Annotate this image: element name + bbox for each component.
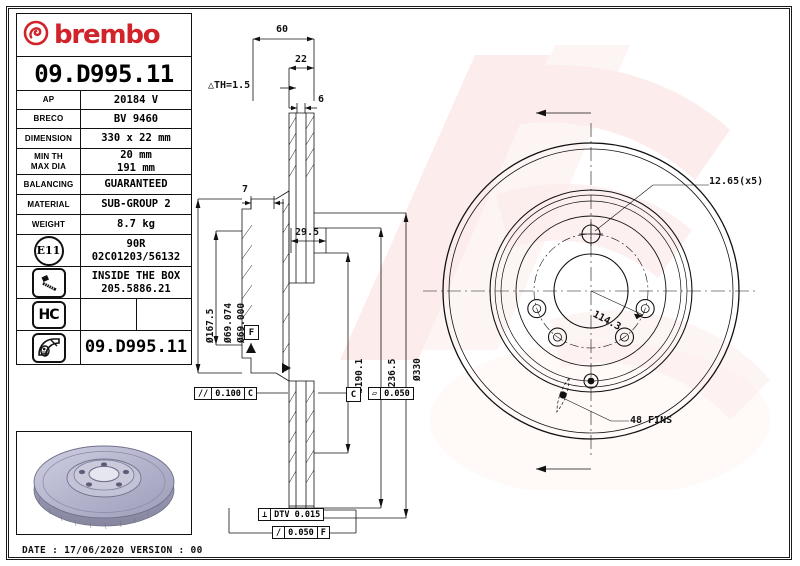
spec-label-maxdia: MAX DIA: [30, 161, 67, 171]
runout-symbol: /: [273, 527, 286, 538]
screw-icon: [17, 267, 81, 298]
accessory-value: INSIDE THE BOX 205.5886.21: [81, 267, 191, 298]
brake-disc-photo: [16, 431, 192, 535]
spec-value-material: SUB-GROUP 2: [101, 198, 171, 211]
spec-row-balancing: BALANCING GUARANTEED: [16, 175, 192, 195]
spec-label-breco: BRECO: [17, 110, 81, 128]
runout-tol: 0.050: [285, 527, 318, 538]
accessory-line1: INSIDE THE BOX: [91, 269, 181, 282]
footer-date: DATE : 17/06/2020 VERSION : 00: [22, 545, 203, 556]
page-frame-outer: [6, 6, 792, 560]
bolt-hole-callout: 12.65(x5): [709, 176, 764, 187]
spec-row-dimension: DIMENSION 330 x 22 mm: [16, 129, 192, 149]
page-frame-inner: [8, 8, 790, 558]
spec-panel: brembo 09.D995.11 AP 20184 V BRECO BV 94…: [16, 13, 192, 365]
spec-row-minth-maxdia: MIN TH MAX DIA 20 mm 191 mm: [16, 149, 192, 175]
hc-cell-right: [137, 299, 192, 330]
dim-29-5: 29.5: [295, 227, 320, 238]
marking-value: 09.D995.11: [84, 337, 188, 358]
dim-wear-limit: △TH=1.5: [208, 80, 251, 91]
spec-label-minth-maxdia: MIN TH MAX DIA: [17, 149, 81, 174]
spec-label-dimension: DIMENSION: [17, 129, 81, 148]
dim-60: 60: [276, 24, 289, 35]
spec-label-minth: MIN TH: [34, 152, 63, 162]
parallelism-frame: // 0.100 C: [194, 387, 257, 400]
runout-ref: F: [320, 527, 326, 538]
spec-row-marking: 09.D995.11: [16, 331, 192, 365]
spec-value-breco: BV 9460: [113, 112, 159, 125]
dim-6: 6: [318, 94, 325, 105]
spec-row-ap: AP 20184 V: [16, 91, 192, 110]
homologation-line1: 90R: [126, 237, 146, 250]
spec-row-material: MATERIAL SUB-GROUP 2: [16, 195, 192, 215]
spec-label-material: MATERIAL: [17, 195, 81, 214]
homologation-value: 90R 02C01203/56132: [81, 235, 191, 266]
dia-69-074: Ø69.074: [223, 302, 234, 343]
brand-logo-row: brembo: [16, 13, 192, 57]
spec-value-dimension: 330 x 22 mm: [101, 132, 171, 145]
datum-f: F: [244, 325, 259, 340]
brand-wordmark: brembo: [54, 20, 161, 50]
disc-marking-icon: [17, 331, 81, 364]
flatness-tol: 0.050: [384, 388, 410, 399]
dim-7: 7: [242, 184, 249, 195]
datum-c: C: [346, 387, 361, 402]
e11-badge-label: E11: [33, 235, 64, 266]
spec-label-balancing: BALANCING: [17, 175, 81, 194]
spec-row-breco: BRECO BV 9460: [16, 110, 192, 129]
accessory-line2: 205.5886.21: [101, 282, 171, 295]
spec-label-weight: WEIGHT: [17, 215, 81, 234]
spec-row-weight: WEIGHT 8.7 kg: [16, 215, 192, 235]
brembo-disc-icon: [23, 20, 49, 51]
part-code: 09.D995.11: [34, 59, 174, 88]
spec-value-weight: 8.7 kg: [117, 218, 155, 231]
dia-167-5: Ø167.5: [205, 308, 216, 343]
parallelism-symbol: //: [195, 388, 213, 399]
technical-drawing: 60 22 △TH=1.5 6 7 29.5 Ø167.5 Ø69.074 Ø6…: [194, 13, 792, 541]
hc-badge-icon: HC: [17, 299, 81, 330]
dtv-tol: DTV 0.015: [274, 509, 321, 520]
e11-circle-icon: E11: [17, 235, 81, 266]
hc-badge-label: HC: [31, 300, 66, 329]
fins-callout: 48 FINS: [630, 415, 673, 426]
spec-value-ap: 20184 V: [113, 93, 159, 106]
dim-22: 22: [295, 54, 308, 65]
spec-label-ap: AP: [17, 91, 81, 109]
spec-row-homologation: E11 90R 02C01203/56132: [16, 235, 192, 267]
spec-row-hc: HC: [16, 299, 192, 331]
dtv-symbol: ⊥: [259, 509, 272, 520]
spec-value-maxdia: 191 mm: [117, 161, 155, 174]
spec-value-balancing: GUARANTEED: [104, 178, 168, 191]
dtv-frame: ⊥ DTV 0.015: [258, 508, 325, 521]
homologation-line2: 02C01203/56132: [91, 250, 181, 263]
flatness-symbol: ▱: [369, 388, 382, 399]
parallelism-tol: 0.100: [212, 388, 245, 399]
spec-value-minth: 20 mm: [120, 148, 152, 161]
drawing-geometry: [195, 36, 759, 534]
hc-cell-left: [81, 299, 137, 330]
runout-frame: / 0.050 F: [272, 526, 330, 539]
dia-330: Ø330: [412, 358, 423, 381]
spec-value-minth-maxdia: 20 mm 191 mm: [81, 149, 191, 174]
part-code-row: 09.D995.11: [16, 57, 192, 91]
flatness-frame: ▱ 0.050: [368, 387, 414, 400]
spec-row-accessory: INSIDE THE BOX 205.5886.21: [16, 267, 192, 299]
parallelism-ref: C: [247, 388, 253, 399]
